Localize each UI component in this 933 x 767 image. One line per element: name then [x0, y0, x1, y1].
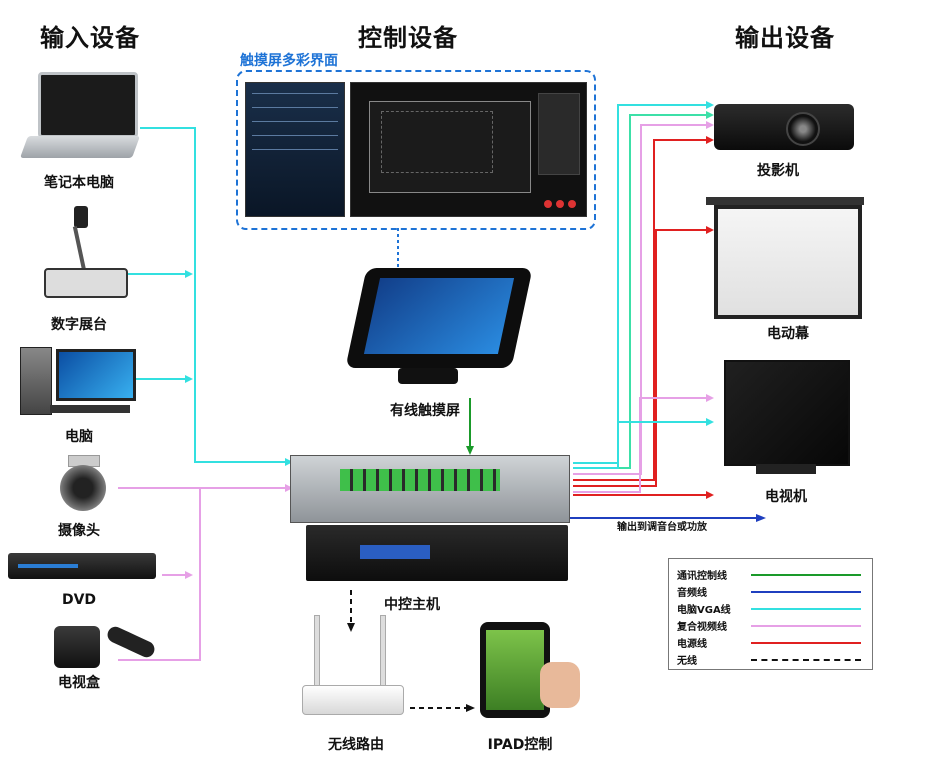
legend-line-vga	[751, 608, 861, 610]
router-label: 无线路由	[328, 737, 384, 753]
input-label-computer: 电脑	[65, 429, 93, 445]
comm-arrowhead	[466, 446, 474, 455]
video-wire-camera	[118, 487, 201, 661]
central-control-host-icon	[290, 455, 570, 583]
control-devices-header: 控制设备	[358, 24, 458, 52]
wireless-router-icon	[302, 615, 406, 721]
dvd-player-icon	[8, 553, 156, 585]
legend-line-power	[751, 642, 861, 644]
legend-label-audio: 音频线	[677, 588, 707, 599]
touchscreen-label: 有线触摸屏	[390, 403, 460, 419]
audio-out-label: 输出到调音台或功放	[617, 522, 707, 533]
video-wires	[118, 487, 285, 661]
legend-label-power: 电源线	[677, 639, 707, 650]
projector-icon	[714, 90, 860, 156]
legend-label-comm: 通讯控制线	[677, 571, 727, 582]
laptop-icon	[19, 72, 141, 162]
television-icon	[724, 360, 850, 476]
input-label-camera: 摄像头	[58, 523, 100, 539]
legend-line-video	[751, 625, 861, 627]
vga-wire-laptop	[140, 127, 285, 463]
legend-line-comm	[751, 574, 861, 576]
legend-line-audio	[751, 591, 861, 593]
tv-box-icon	[54, 622, 158, 672]
vga-wires	[128, 127, 285, 463]
touch-ui-screen-left	[245, 82, 345, 217]
touch-ui-title: 触摸屏多彩界面	[240, 53, 338, 69]
projection-screen-icon	[706, 197, 864, 319]
ipad-label: IPAD控制	[487, 737, 553, 753]
desktop-computer-icon	[20, 345, 136, 417]
touchscreen-icon	[345, 268, 533, 388]
touch-ui-showcase	[236, 70, 596, 230]
legend-label-vga: 电脑VGA线	[677, 605, 731, 616]
output-wires	[560, 104, 756, 519]
input-devices-header: 输入设备	[40, 24, 140, 52]
input-label-dvd: DVD	[61, 592, 97, 608]
output-label-television: 电视机	[765, 489, 807, 505]
document-camera-icon	[38, 206, 128, 302]
security-camera-icon	[48, 455, 118, 513]
legend-label-video: 复合视频线	[677, 622, 727, 633]
output-arrowheads	[706, 101, 766, 522]
host-label: 中控主机	[384, 597, 440, 613]
output-label-projection-screen: 电动幕	[767, 326, 809, 342]
input-arrowheads	[185, 270, 293, 579]
output-label-projector: 投影机	[757, 163, 799, 179]
touch-ui-screen-right	[350, 82, 587, 217]
input-label-laptop: 笔记本电脑	[44, 175, 114, 191]
input-label-tv-box: 电视盒	[58, 675, 100, 691]
ipad-icon	[474, 622, 584, 732]
output-devices-header: 输出设备	[735, 24, 835, 52]
legend-label-wireless: 无线	[677, 656, 697, 667]
input-label-document-camera: 数字展台	[51, 317, 107, 333]
legend: 通讯控制线 音频线 电脑VGA线 复合视频线 电源线 无线	[668, 558, 873, 670]
legend-line-wireless	[751, 659, 861, 661]
